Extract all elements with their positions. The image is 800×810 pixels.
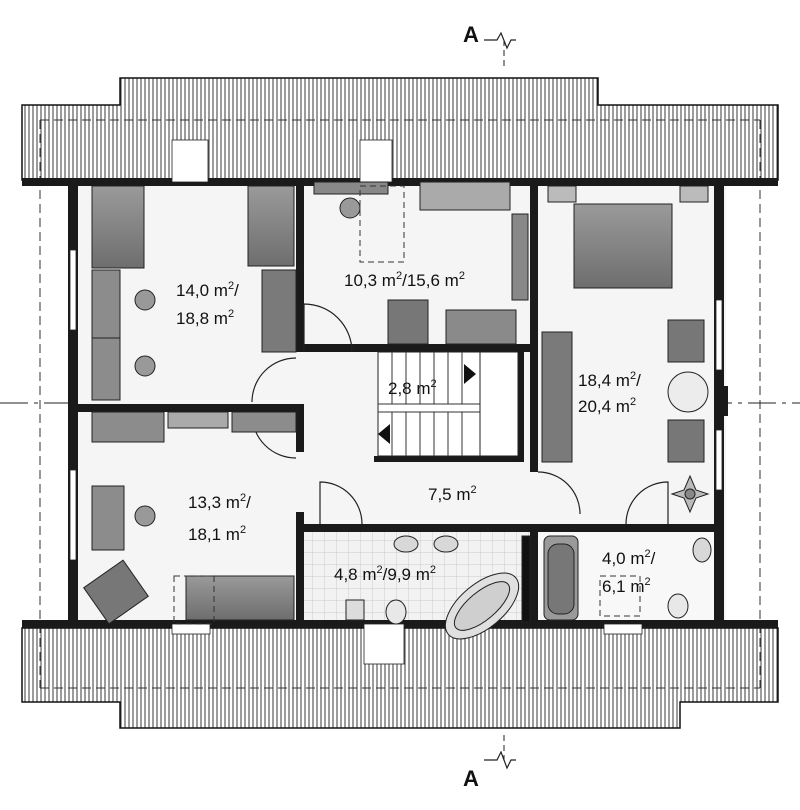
section-marker-top: A <box>463 22 479 47</box>
room-area-bedroom-sw: 13,3 m2/ <box>188 492 251 512</box>
room-area-hall: 7,5 m2 <box>428 484 477 504</box>
room-labels: 14,0 m2/ 18,8 m2 10,3 m2/15,6 m2 18,4 m2… <box>176 270 656 596</box>
room-area-bedroom-north: 10,3 m2/15,6 m2 <box>344 270 465 290</box>
room-area-bedroom-ne: 18,4 m2/ <box>578 370 641 390</box>
roof <box>21 77 779 729</box>
room-total-bath-small: 6,1 m2 <box>602 576 651 596</box>
room-total-bedroom-nw: 18,8 m2 <box>176 308 234 328</box>
room-area-stair: 2,8 m2 <box>388 378 437 398</box>
windows <box>69 139 723 665</box>
room-area-bath-small: 4,0 m2/ <box>602 548 656 568</box>
staircase <box>377 351 519 457</box>
room-total-bedroom-sw: 18,1 m2 <box>188 524 246 544</box>
section-marker-bottom: A <box>463 766 479 791</box>
room-total-bedroom-ne: 20,4 m2 <box>578 396 636 416</box>
furniture <box>83 181 712 640</box>
room-area-bedroom-nw: 14,0 m2/ <box>176 280 239 300</box>
room-area-bathroom: 4,8 m2/9,9 m2 <box>334 564 436 584</box>
doors <box>251 303 669 525</box>
